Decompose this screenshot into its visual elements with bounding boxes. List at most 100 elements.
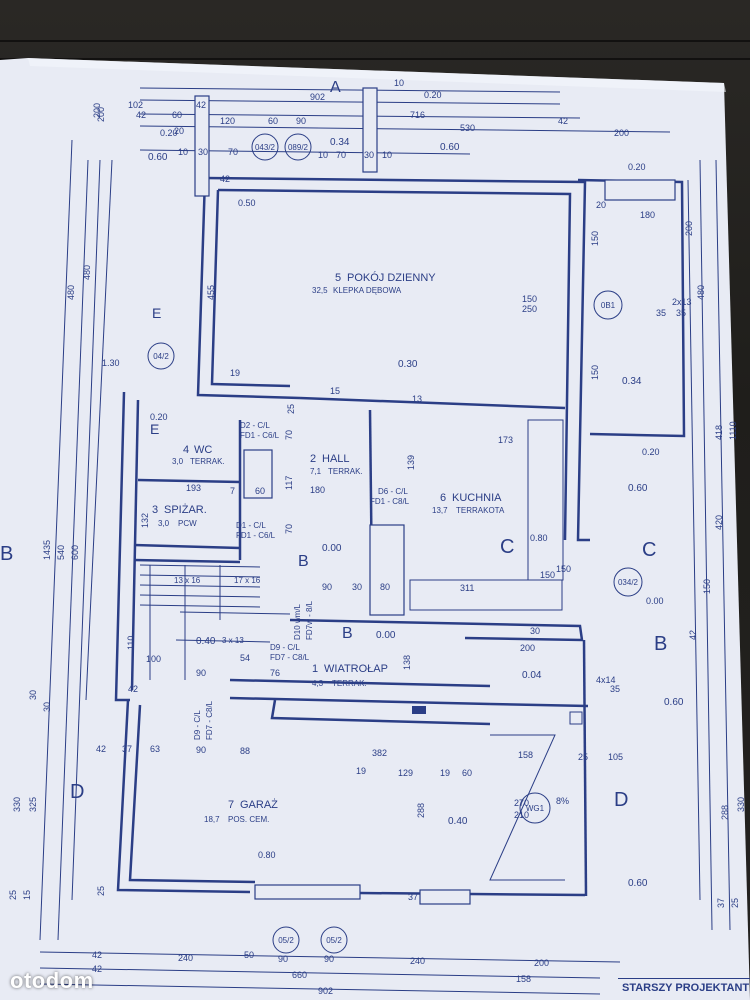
tag-wg1: WG1 <box>526 804 545 813</box>
room-kuchnia-name: KUCHNIA <box>452 492 502 504</box>
dim-top: 70 <box>336 150 346 160</box>
level-mark: 0.00 <box>322 543 342 554</box>
room-pokoj-num: 5 <box>335 272 341 284</box>
dim-right: 150 <box>590 231 600 246</box>
dim-misc: 19 <box>230 368 240 378</box>
room-hall-area: 7,1 <box>310 467 322 476</box>
dim-misc: 193 <box>186 483 201 493</box>
section-mark-d-left: D <box>70 781 84 803</box>
dim-left: 540 <box>56 545 66 560</box>
section-mark-c-right: C <box>642 539 656 561</box>
desk-plank-seam <box>0 40 750 42</box>
door-label: FD7 - C8/L <box>270 653 310 662</box>
dim-misc: 2x13 <box>672 297 692 307</box>
dim-misc: 42 <box>128 684 138 694</box>
dim-misc: 15 <box>330 386 340 396</box>
door-label: D1 - C/L <box>236 521 266 530</box>
dim-garage-row: 158 <box>518 750 533 760</box>
dim-misc: 250 <box>522 304 537 314</box>
dim-misc: 100 <box>146 654 161 664</box>
dim-garage-row: 129 <box>398 768 413 778</box>
dim-misc: 25 <box>286 404 296 414</box>
section-mark-b-hall: B <box>298 553 309 570</box>
dim-bottom: 37 <box>716 898 726 908</box>
dim-left: 600 <box>70 545 80 560</box>
dim-misc: 35 <box>656 308 666 318</box>
dim-misc: 139 <box>406 455 416 470</box>
door-label: D9 - C/L <box>270 643 300 652</box>
dim-top: 902 <box>310 92 325 102</box>
dim-misc: 200 <box>520 643 535 653</box>
room-spizar-num: 3 <box>152 504 158 516</box>
dim-misc: 138 <box>402 655 412 670</box>
dim-bottom: 25 <box>96 886 106 896</box>
dim-misc: 132 <box>140 513 150 528</box>
level-mark: 0.00 <box>376 630 396 641</box>
dim-misc: 180 <box>310 485 325 495</box>
level-mark: 0.00 <box>646 596 664 606</box>
dim-misc: 70 <box>284 430 294 440</box>
tag-05-2-a: 05/2 <box>278 936 294 945</box>
dim-misc: 54 <box>240 653 250 663</box>
dim-right: 150 <box>702 579 712 594</box>
level-mark: 0.60 <box>628 483 648 494</box>
section-mark-e-wc: E <box>150 421 159 437</box>
dim-misc: 13 <box>412 394 422 404</box>
level-mark: 0.40 <box>448 816 468 827</box>
dim-misc: 30 <box>352 582 362 592</box>
dim-top: 200 <box>614 128 629 138</box>
tag-089-2: 089/2 <box>288 143 309 152</box>
dim-misc: 210 <box>514 810 529 820</box>
level-mark: 1.30 <box>102 358 120 368</box>
dim-garage-row: 19 <box>356 766 366 776</box>
dim-right: 35 <box>610 684 620 694</box>
dim-misc: 30 <box>530 626 540 636</box>
room-wc-name: WC <box>194 444 212 456</box>
room-spizar-floor: PCW <box>178 519 197 528</box>
dim-bottom: 90 <box>324 954 334 964</box>
otodom-watermark: otodom <box>10 968 94 993</box>
dim-bottom: 25 <box>730 898 740 908</box>
dim-garage-row: 63 <box>150 744 160 754</box>
dim-misc: 4x14 <box>596 675 616 685</box>
dim-left: 30 <box>28 690 38 700</box>
door-label: FD1 - C6/L <box>236 531 276 540</box>
door-label: D6 - C/L <box>378 487 408 496</box>
paper-edge-highlight <box>28 58 726 92</box>
dim-misc: 8% <box>556 796 569 806</box>
dim-misc: 90 <box>196 668 206 678</box>
dim-bottom: 50 <box>244 950 254 960</box>
dim-misc: 70 <box>284 524 294 534</box>
door-label: FD1 - C8/L <box>370 497 410 506</box>
dim-misc: 311 <box>460 583 474 593</box>
meter-box <box>412 706 426 714</box>
dim-top: 90 <box>296 116 306 126</box>
room-garaz-area: 18,7 <box>204 815 220 824</box>
dim-misc: 180 <box>640 210 655 220</box>
level-mark: 0.80 <box>530 533 548 543</box>
door-label: FD1 - C6/L <box>240 431 280 440</box>
room-wiatrolap-name: WIATROŁAP <box>324 663 388 675</box>
room-pokoj-name: POKÓJ DZIENNY <box>347 271 436 284</box>
level-mark: 0.04 <box>522 670 542 681</box>
dim-misc: 7 <box>230 486 235 496</box>
room-kuchnia-floor: TERRAKOTA <box>456 506 505 515</box>
dim-top: 10 <box>318 150 328 160</box>
dim-garage-row: 90 <box>196 745 206 755</box>
section-mark-b-left: B <box>0 543 13 565</box>
dim-top: 716 <box>410 110 425 120</box>
level-mark: 0.60 <box>148 152 168 163</box>
tag-05-2-b: 05/2 <box>326 936 342 945</box>
dim-top: 42 <box>136 110 146 120</box>
room-wc-num: 4 <box>183 444 189 456</box>
dim-right: 330 <box>736 797 746 812</box>
tag-034-2: 034/2 <box>618 578 639 587</box>
level-mark: 0.30 <box>398 359 418 370</box>
tag-04-2: 04/2 <box>153 352 169 361</box>
section-mark-e-top: E <box>152 305 161 321</box>
designer-stamp: STARSZY PROJEKTANT <box>618 978 750 1000</box>
door-label: FD7 - C8/L <box>205 700 214 740</box>
dim-garage-row: 37 <box>122 744 132 754</box>
dim-bottom: 42 <box>92 964 102 974</box>
stair-count: 3 x 13 <box>222 636 244 645</box>
